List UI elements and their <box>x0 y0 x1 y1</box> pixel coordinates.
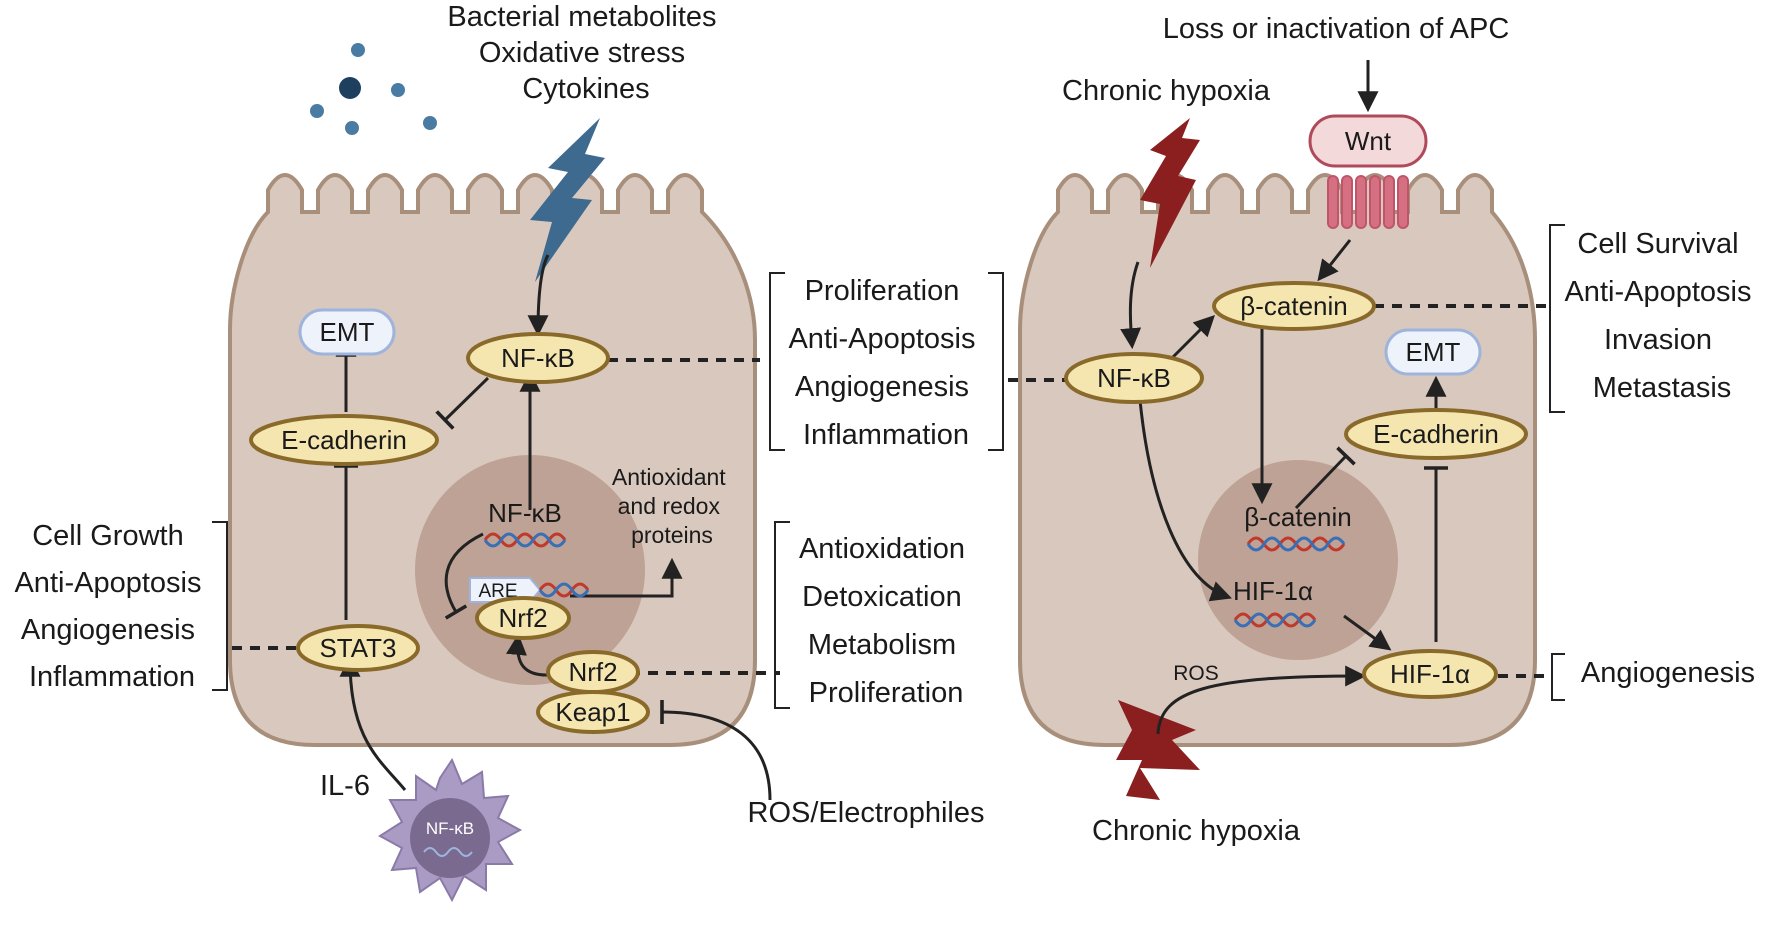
metabolite-dots <box>310 43 437 135</box>
left-nrf2-node: Nrf2 <box>546 650 640 694</box>
right-emt-node: EMT <box>1384 328 1482 376</box>
wnt-node: Wnt <box>1308 114 1428 168</box>
left-nrf2-label: Nrf2 <box>568 657 617 687</box>
nfkb-outcomes: Proliferation Anti-Apoptosis Angiogenesi… <box>769 272 1004 451</box>
red-lightning-bottom-icon <box>1116 700 1200 800</box>
hif-outcomes: Angiogenesis <box>1551 653 1755 701</box>
left-nfkb-label: NF-κB <box>501 343 575 373</box>
svg-text:Proliferation Anti-Apopt: Proliferation Anti-Apoptosis Angiogenesi… <box>788 275 983 451</box>
left-keap1-node: Keap1 <box>536 690 650 734</box>
right-nuclear-bcatenin-label: β-catenin <box>1244 502 1351 532</box>
receptor-icon <box>1327 175 1409 229</box>
hif-outcome-label: Angiogenesis <box>1581 657 1755 689</box>
left-stat3-node: STAT3 <box>296 624 420 672</box>
macrophage-icon: NF-κB <box>378 757 523 903</box>
right-ecadherin-label: E-cadherin <box>1373 419 1499 449</box>
left-nucleus <box>415 455 645 685</box>
right-cell-body <box>1018 173 1537 747</box>
stimulus-text: Bacterial metabolites Oxidative stress C… <box>447 1 724 105</box>
dna-icon <box>1233 612 1317 628</box>
right-ecadherin-node: E-cadherin <box>1344 408 1528 460</box>
right-nfkb-node: NF-κB <box>1064 352 1204 404</box>
right-nuclear-hif: HIF-1α <box>1233 576 1317 628</box>
left-nuclear-nfkb-label: NF-κB <box>488 498 562 528</box>
blue-lightning-icon <box>530 118 605 282</box>
right-emt-label: EMT <box>1406 337 1461 367</box>
left-ecadherin-label: E-cadherin <box>281 425 407 455</box>
right-nuclear-bcatenin: β-catenin <box>1244 502 1352 552</box>
ros-small-label: ROS <box>1173 662 1219 685</box>
left-stat3-label: STAT3 <box>319 633 396 663</box>
right-arrows <box>1120 60 1448 735</box>
stimulus-line-1: Bacterial metabolites <box>447 1 716 33</box>
right-bcatenin-node: β-catenin <box>1212 281 1376 331</box>
left-emt-node: EMT <box>298 308 396 356</box>
right-nucleus <box>1198 460 1398 660</box>
bcatenin-outcomes: Cell Survival Anti-Apoptosis Invasion Me… <box>1549 224 1759 413</box>
macrophage-label: NF-κB <box>426 819 474 838</box>
left-dashed-lines <box>232 358 780 675</box>
left-nuclear-nfkb: NF-κB <box>483 498 567 548</box>
svg-text:Cell Growth Anti-Apoptos: Cell Growth Anti-Apoptosis Angiogenesis … <box>14 520 209 693</box>
il6-label: IL-6 <box>320 770 370 802</box>
left-keap1-label: Keap1 <box>555 697 630 727</box>
svg-text:Antioxidation Detoxicati: Antioxidation Detoxication Metabolism Pr… <box>799 533 973 709</box>
stimulus-line-3: Cytokines <box>522 73 649 105</box>
left-nuclear-nrf2-label: Nrf2 <box>498 603 547 633</box>
svg-text:Cell Survival Anti-Apopt: Cell Survival Anti-Apoptosis Invasion Me… <box>1564 228 1759 404</box>
nrf2-outcomes: Antioxidation Detoxication Metabolism Pr… <box>774 521 973 709</box>
right-hif-label: HIF-1α <box>1390 659 1470 689</box>
left-are-label: ARE <box>478 581 517 602</box>
apc-label: Loss or inactivation of APC <box>1163 13 1510 45</box>
right-nuclear-hif-label: HIF-1α <box>1233 576 1313 606</box>
hypoxia-bottom-label: Chronic hypoxia <box>1092 815 1301 847</box>
right-bcatenin-label: β-catenin <box>1240 291 1347 321</box>
right-hif-node: HIF-1α <box>1362 649 1498 699</box>
left-nfkb-node: NF-κB <box>466 332 610 384</box>
left-emt-label: EMT <box>320 317 375 347</box>
left-arrows <box>334 254 772 801</box>
dna-icon <box>538 582 590 598</box>
left-nuclear-nrf2-node: Nrf2 <box>475 596 571 640</box>
right-nfkb-label: NF-κB <box>1097 363 1171 393</box>
right-dashed-lines <box>1008 304 1550 678</box>
wnt-label: Wnt <box>1345 126 1392 156</box>
dna-icon <box>483 532 567 548</box>
right-cell <box>1018 173 1537 747</box>
left-ecadherin-node: E-cadherin <box>249 414 439 466</box>
hypoxia-top-label: Chronic hypoxia <box>1062 75 1271 107</box>
stat3-outcomes: Cell Growth Anti-Apoptosis Angiogenesis … <box>14 520 228 693</box>
ros-electrophiles-label: ROS/Electrophiles <box>748 797 985 829</box>
left-are-node: ARE <box>469 577 590 603</box>
stimulus-line-2: Oxidative stress <box>479 37 685 69</box>
red-lightning-top-icon <box>1140 118 1200 268</box>
antioxidant-label: Antioxidant and redox proteins <box>612 464 732 548</box>
